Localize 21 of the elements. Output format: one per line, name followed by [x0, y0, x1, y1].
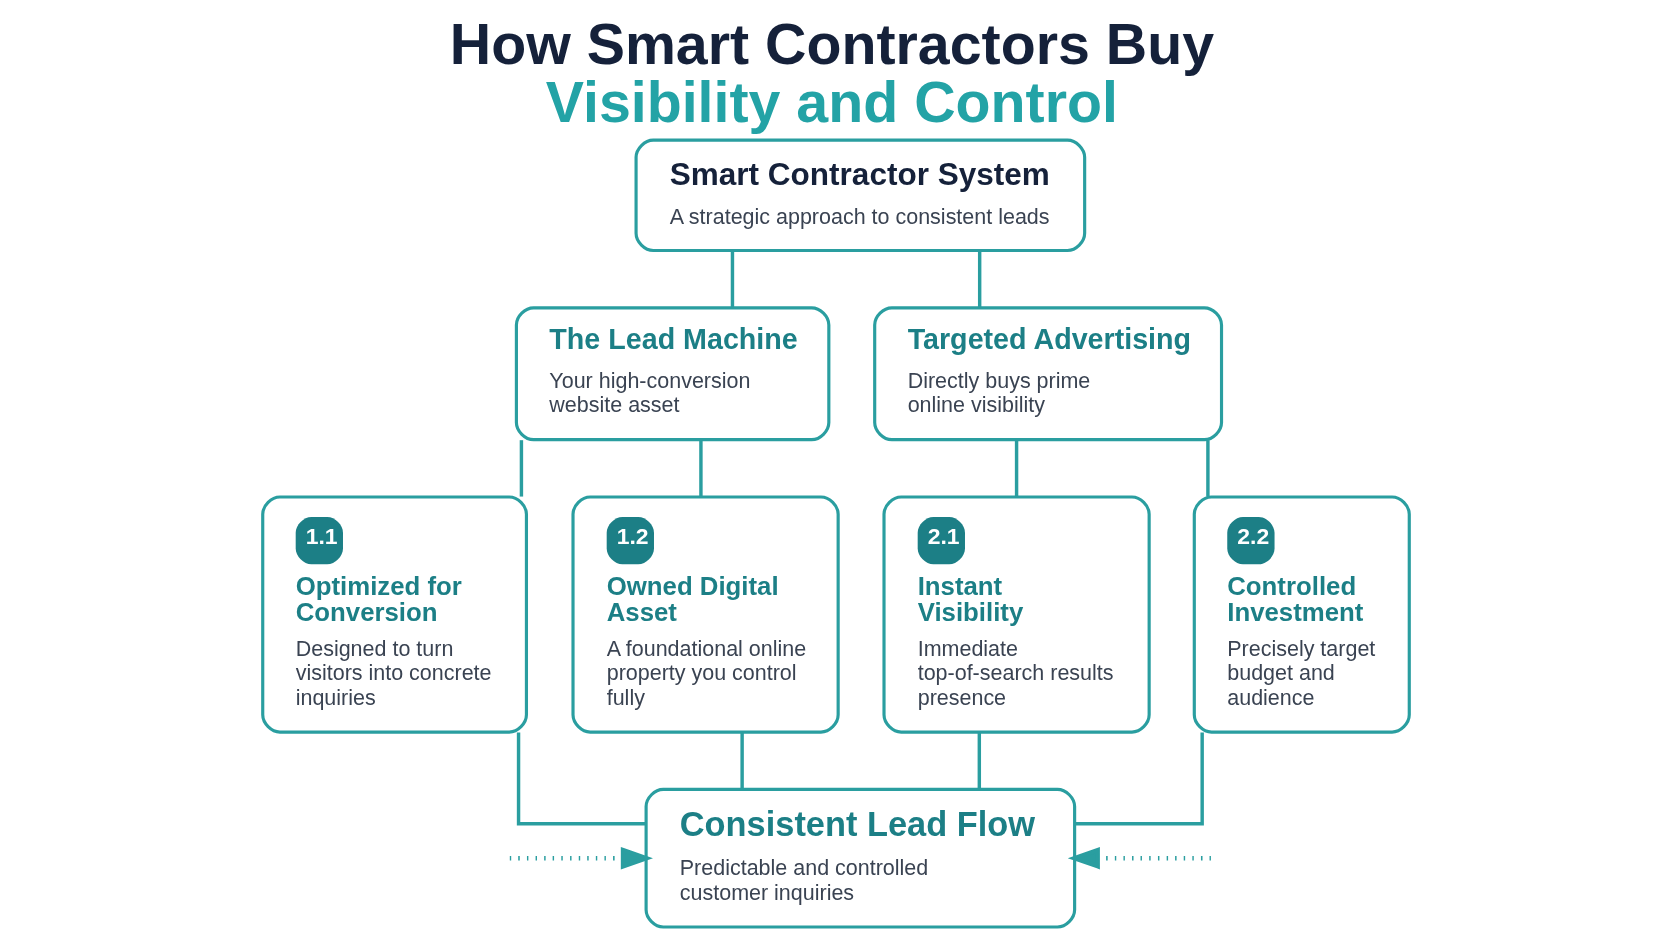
node-box: The Lead Machine Your high-conversion website asset — [514, 306, 831, 442]
arrow — [1067, 846, 1211, 870]
connector — [977, 250, 982, 308]
connector — [516, 732, 646, 826]
node-box: Targeted Advertising Directly buys prime online visibility — [873, 306, 1224, 442]
connector — [977, 732, 982, 789]
connector — [519, 440, 524, 497]
connector — [1206, 440, 1210, 497]
node-box: 1.2 Owned Digital Asset A foundational online property you control fully — [571, 495, 840, 734]
connector — [740, 732, 744, 789]
node-box: Smart Contractor System A strategic approach to consistent leads — [634, 138, 1087, 253]
connector — [1014, 440, 1019, 497]
node-box: 2.2 Controlled Investment Precisely target budget and audience — [1192, 495, 1411, 734]
diagram-title: How Smart Contractors Buy Visibility and Control — [449, 12, 1215, 134]
node-box: Consistent Lead Flow Predictable and controlled customer inquiries — [644, 787, 1077, 929]
connector — [730, 250, 735, 308]
arrow — [509, 846, 653, 870]
node-box: 1.1 Optimized for Conversion Designed to turn visitors into concrete inquiries — [261, 495, 528, 734]
connector — [699, 440, 703, 497]
node-box: 2.1 Instant Visibility Immediate top-of-search results presence — [882, 495, 1151, 734]
connector — [1074, 732, 1204, 826]
